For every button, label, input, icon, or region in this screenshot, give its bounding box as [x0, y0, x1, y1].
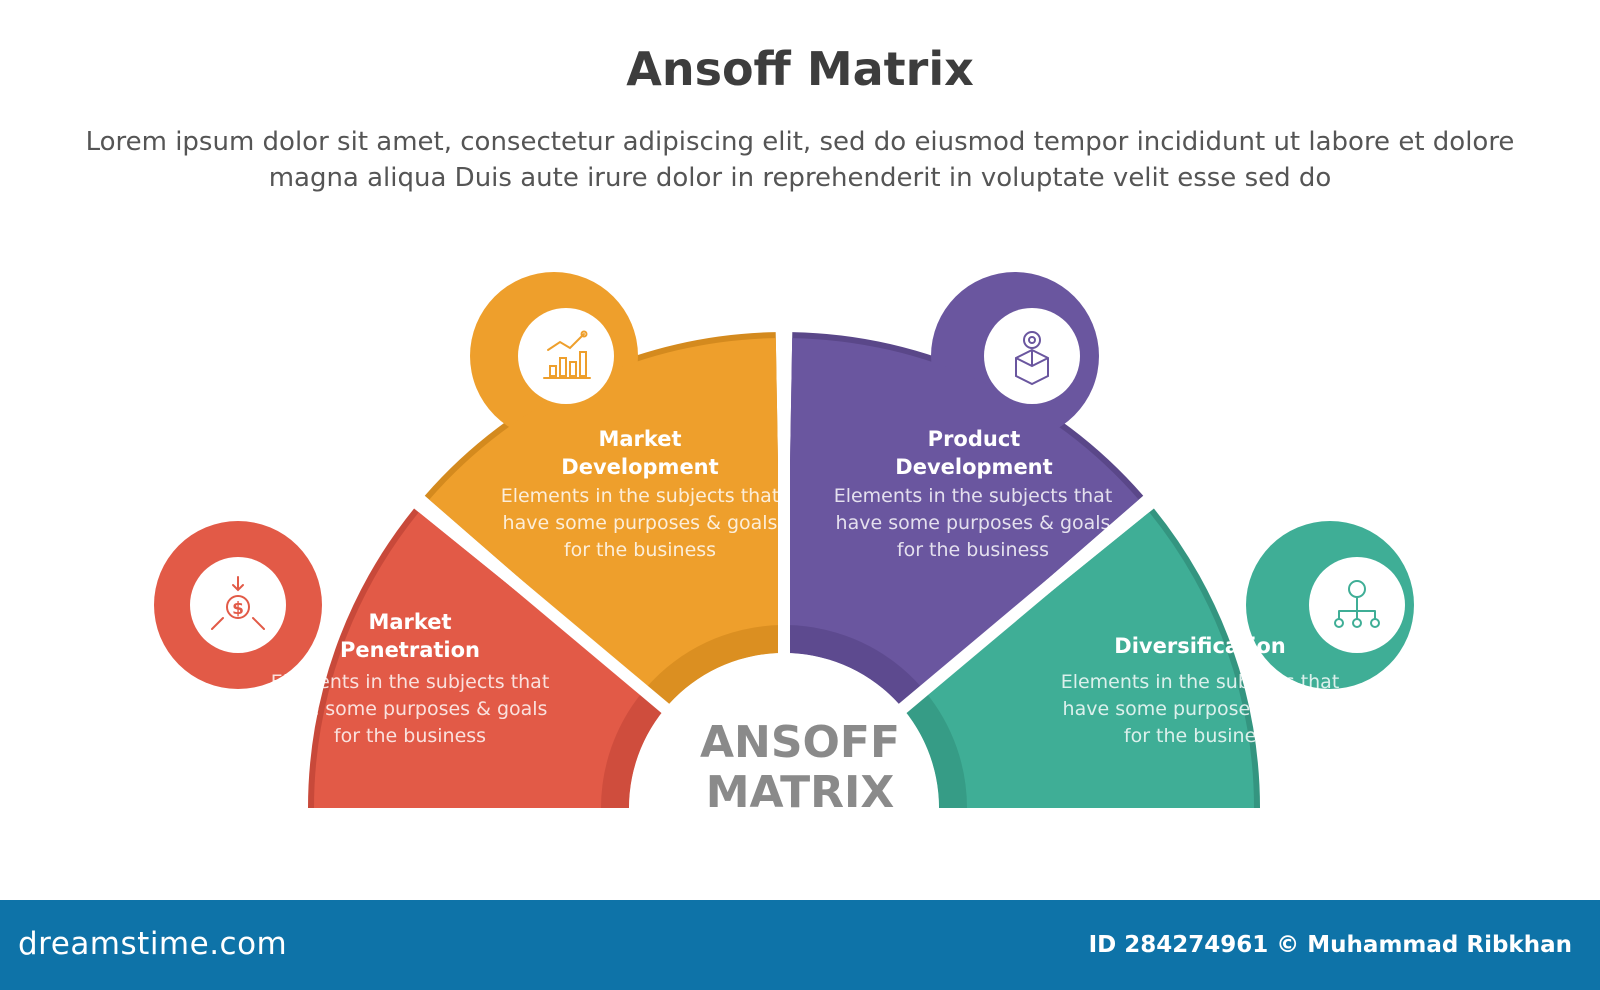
segment-slice-market-penetration	[314, 512, 664, 808]
icon-circle-market-penetration	[190, 557, 286, 653]
segment-diversification	[904, 508, 1414, 808]
segment-inner-band-market-development	[645, 625, 782, 707]
segment-separator	[897, 493, 1158, 715]
segment-body-market-development: Elements in the subjects that have some …	[500, 485, 780, 561]
hierarchy-icon	[1334, 580, 1380, 628]
segment-inner-band-product-development	[786, 625, 923, 707]
segment-title-market-penetration: Market Penetration	[339, 610, 480, 662]
segment-slice-market-development	[429, 338, 782, 707]
icon-circle-market-development	[518, 308, 614, 404]
segment-slice-product-development	[786, 338, 1139, 707]
segment-product-development	[786, 272, 1144, 707]
segment-separator	[410, 493, 671, 715]
dollar-converge-icon: $	[211, 576, 265, 630]
segment-title-diversification: Diversification	[1114, 634, 1286, 658]
bar-chart-growth-icon	[543, 330, 591, 379]
segment-title-product-development: Product Development	[895, 427, 1053, 479]
segment-inner-band-market-penetration	[601, 692, 664, 808]
page-subtitle: Lorem ipsum dolor sit amet, consectetur …	[85, 127, 1515, 193]
segment-body-diversification: Elements in the subjects that have some …	[1060, 671, 1340, 747]
footer-brand: dreamstime.com	[18, 926, 288, 962]
segment-market-development	[424, 272, 782, 707]
center-label: ANSOFF MATRIX	[699, 717, 901, 818]
segment-market-penetration: $	[154, 508, 664, 808]
center-half-disc	[629, 653, 939, 808]
page-title: Ansoff Matrix	[626, 42, 974, 96]
ansoff-arc-diagram: $	[0, 272, 1600, 900]
segment-body-product-development: Elements in the subjects that have some …	[833, 485, 1113, 561]
footer-bar: dreamstime.com ID 284274961 © Muhammad R…	[0, 900, 1600, 990]
gear-box-icon	[1015, 331, 1049, 386]
svg-text:$: $	[232, 599, 244, 619]
segment-inner-band-diversification	[904, 692, 967, 808]
segment-title-market-development: Market Development	[561, 427, 719, 479]
segment-slice-diversification	[904, 512, 1254, 808]
baseline-mask	[0, 808, 1600, 900]
segment-body-market-penetration: Elements in the subjects that have some …	[270, 671, 550, 747]
footer-image-id: ID 284274961 © Muhammad Ribkhan	[1088, 932, 1572, 958]
